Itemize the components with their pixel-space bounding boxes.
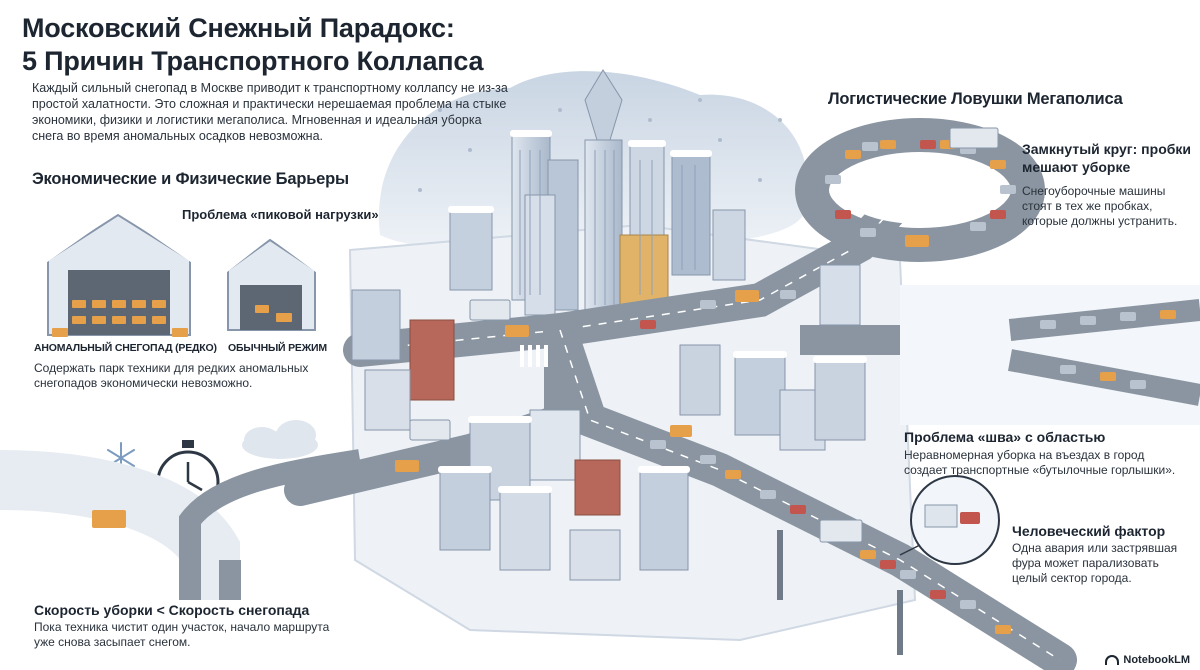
traffic-cars — [395, 290, 1011, 634]
right-section-heading: Логистические Ловушки Мегаполиса — [828, 90, 1123, 108]
title-line-1: Московский Снежный Парадокс: — [22, 13, 455, 43]
forking-road — [0, 449, 362, 600]
ring-road — [795, 118, 1045, 262]
human-heading: Человеческий фактор — [1012, 523, 1166, 539]
left-section-heading: Экономические и Физические Барьеры — [32, 170, 349, 188]
overpass — [777, 530, 903, 655]
garage-small — [220, 229, 323, 331]
peak-problem-heading: Проблема «пиковой нагрузки» — [182, 207, 379, 222]
accident-zoom — [899, 475, 1000, 565]
title-line-2: 5 Причин Транспортного Коллапса — [22, 46, 484, 76]
snowfall — [418, 98, 782, 192]
speed-heading: Скорость уборки < Скорость снегопада — [34, 602, 310, 618]
seam-highway — [900, 285, 1200, 425]
circle-text: Снегоуборочные машины стоят в тех же про… — [1022, 184, 1178, 228]
seam-heading: Проблема «шва» с областью — [904, 429, 1106, 445]
snow-cloud — [242, 420, 318, 459]
human-text: Одна авария или застрявшая фура может па… — [1012, 541, 1178, 585]
notebooklm-logo-icon — [1105, 655, 1120, 665]
skyscrapers — [448, 69, 746, 316]
garage-big-caption: АНОМАЛЬНЫЙ СНЕГОПАД (РЕДКО) — [34, 342, 217, 354]
garage-big — [40, 203, 198, 337]
page-title: Московский Снежный Парадокс: 5 Причин Тр… — [22, 12, 484, 78]
residential-buildings — [351, 264, 867, 581]
circle-heading: Замкнутый круг: пробки мешают уборке — [1022, 141, 1192, 175]
seam-text: Неравномерная уборка на въездах в город … — [904, 448, 1176, 477]
garage-small-caption: ОБЫЧНЫЙ РЕЖИМ — [228, 342, 327, 354]
brand-label: NotebookLM — [1123, 654, 1190, 666]
notebooklm-brand: NotebookLM — [1105, 654, 1190, 666]
speed-text: Пока техника чистит один участок, начало… — [34, 620, 330, 649]
peak-text: Содержать парк техники для редких аномал… — [34, 361, 309, 390]
intro-text: Каждый сильный снегопад в Москве приводи… — [32, 81, 508, 143]
